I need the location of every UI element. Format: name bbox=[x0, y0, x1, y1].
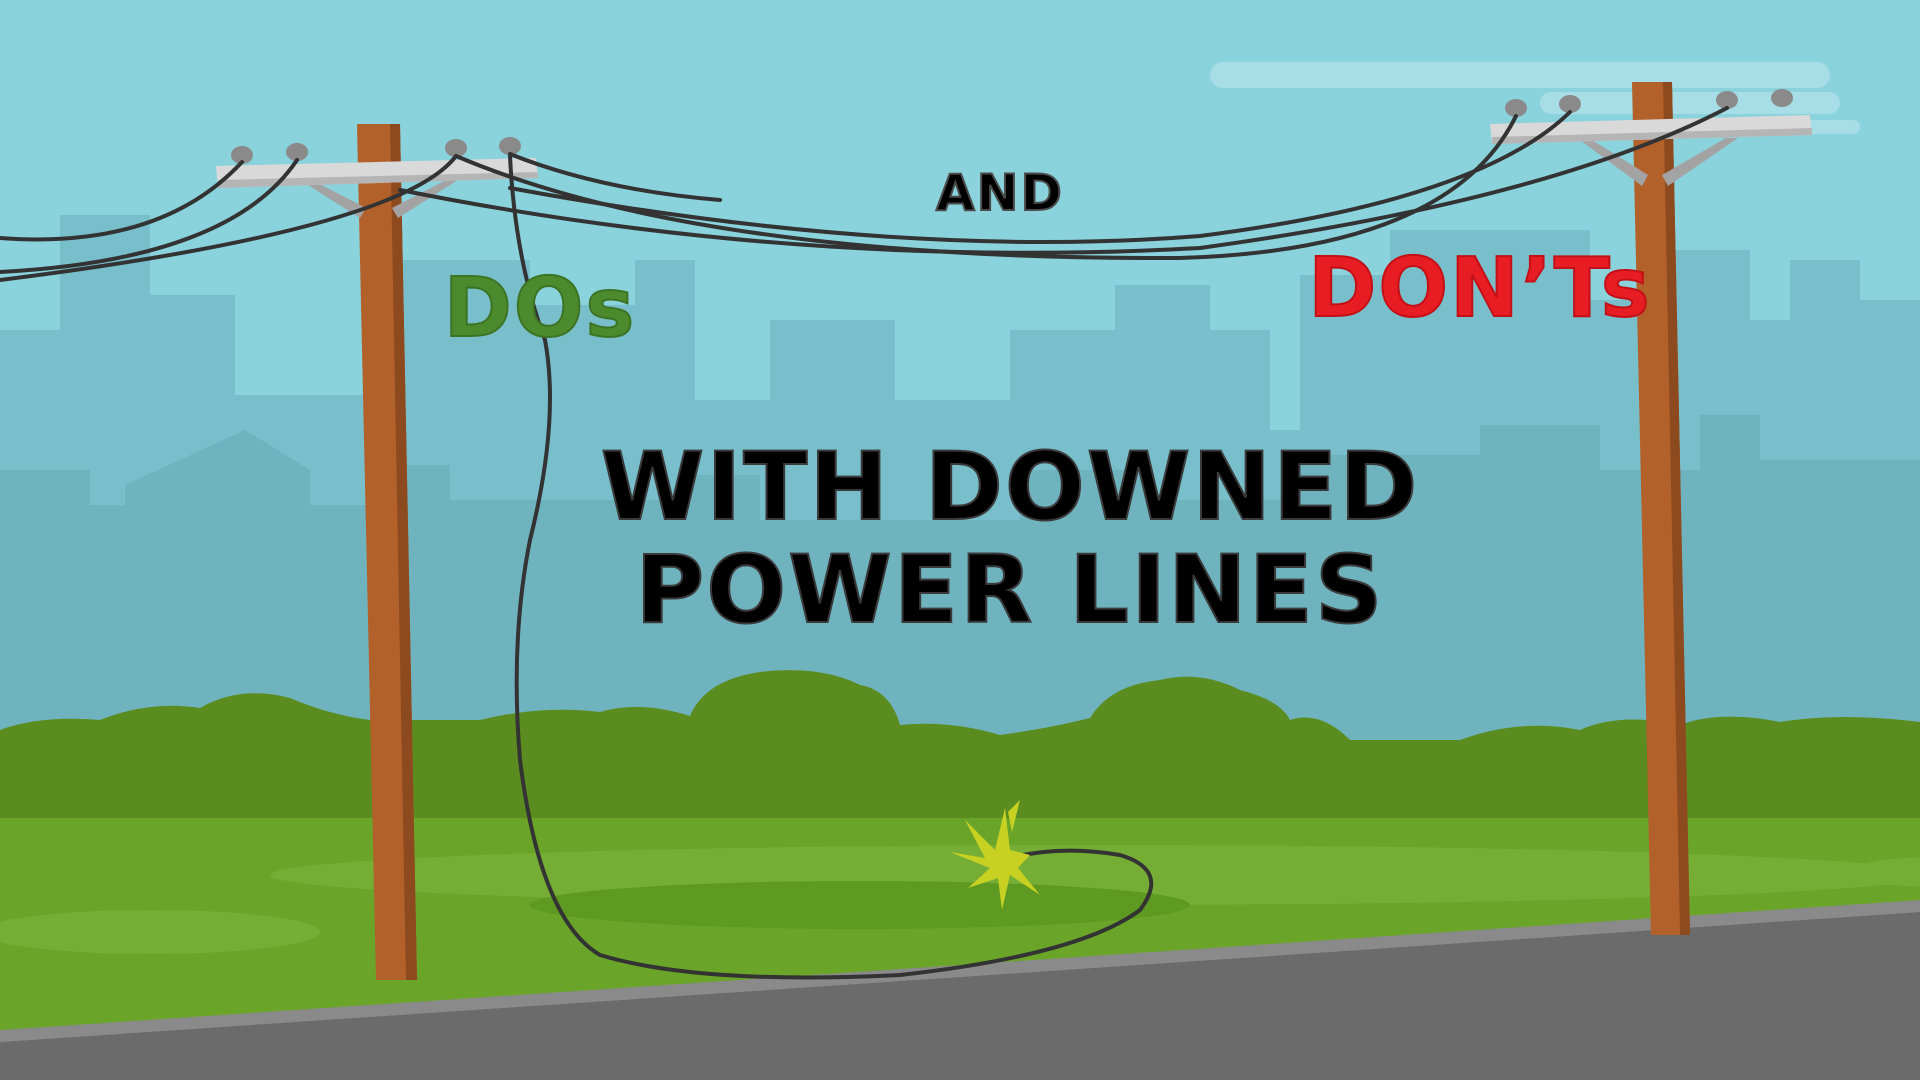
grass-highlight-right bbox=[1855, 858, 1920, 886]
power-line-wire bbox=[0, 106, 1729, 980]
donts-word: DON’Ts bbox=[1307, 241, 1652, 336]
insulators bbox=[1505, 89, 1793, 117]
road-edge bbox=[0, 900, 1920, 1042]
utility-pole-icon bbox=[1490, 82, 1812, 935]
grass-shadow bbox=[530, 881, 1190, 929]
and-word: AND bbox=[935, 164, 1065, 222]
clouds bbox=[1210, 62, 1860, 134]
headline-line-1: WITH DOWNED bbox=[600, 433, 1420, 542]
headline-line-2: POWER LINES bbox=[634, 536, 1385, 646]
grass-highlight-left bbox=[0, 910, 320, 954]
insulators bbox=[231, 137, 521, 164]
road bbox=[0, 912, 1920, 1080]
utility-pole-icon bbox=[216, 124, 538, 980]
dos-word: DOs bbox=[443, 261, 637, 356]
headline: WITH DOWNED POWER LINES bbox=[560, 433, 1460, 646]
spark-icon bbox=[950, 800, 1040, 910]
